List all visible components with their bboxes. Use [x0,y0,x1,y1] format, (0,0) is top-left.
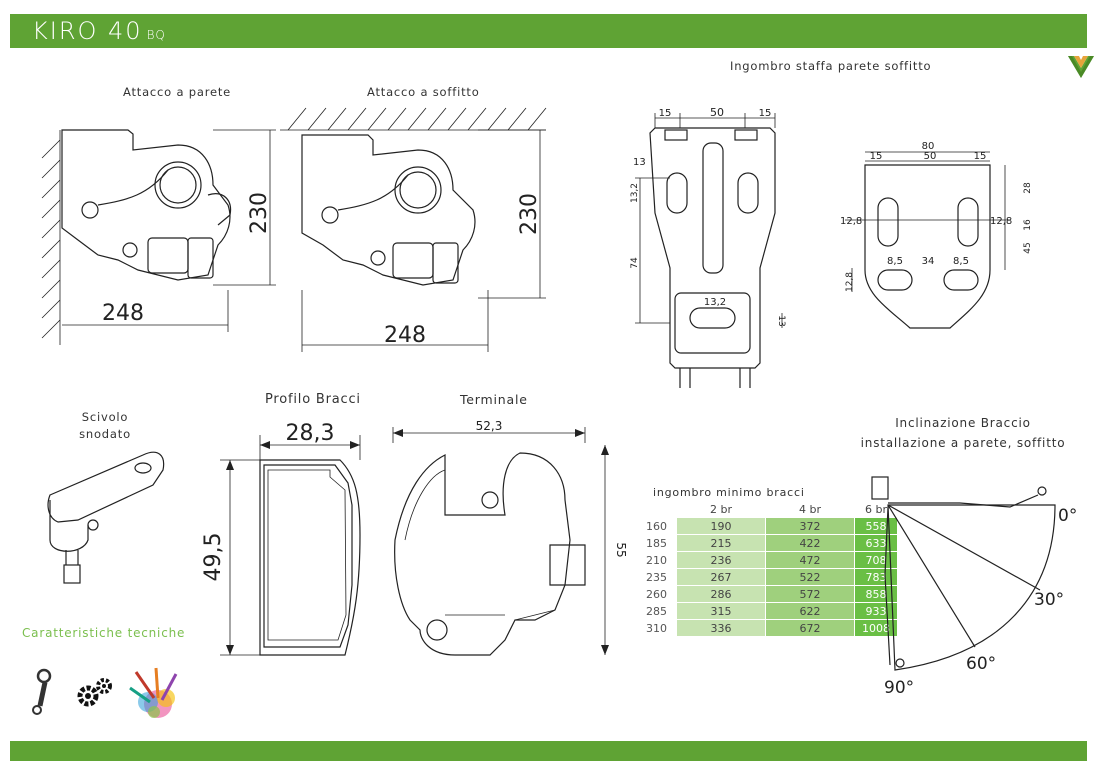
table-row-label: 260 [645,585,677,603]
table-row-label: 160 [645,517,677,535]
bracket1-dim-13: 13 [633,157,646,168]
tilt-title-line2: installazione a parete, soffitto [860,436,1066,450]
v-logo-icon [1068,56,1094,78]
table-cell: 336 [676,619,766,637]
arm-profile-drawing: 28,3 49,5 [201,421,361,656]
tilt-title: Inclinazione Braccio installazione a par… [858,416,1068,450]
table-cell: 267 [676,568,766,586]
table-header-row: 2 br 4 br 6 br [645,500,898,518]
table-title: ingombro minimo bracci [653,486,805,499]
profile-width-dim: 28,3 [286,421,335,446]
table-cell: 1008 [854,619,898,637]
table-corner [645,500,677,518]
wall-mount-drawing: 230 248 [41,129,276,345]
terminal-height-dim: 55 [614,542,628,557]
table-header-2br: 2 br [676,500,766,518]
bracket2-dim-128c: 12,8 [845,272,855,292]
bracket2-dim-16: 16 [1023,219,1033,231]
bracket2-dim-128b: 12,8 [990,216,1012,227]
bracket1-dim-15b: 15 [759,108,772,119]
bracket1-dim-15a: 15 [659,108,672,119]
bracket2-dim-28: 28 [1023,182,1033,194]
table-header-6br: 6 br [854,500,898,518]
terminal-label: Terminale [460,392,528,407]
bracket1-dim-74: 74 [630,257,640,269]
table-cell: 672 [765,619,855,637]
table-cell: 472 [765,551,855,569]
tilt-title-line1: Inclinazione Braccio [895,416,1031,430]
table-cell: 622 [765,602,855,620]
table-header-4br: 4 br [765,500,855,518]
bracket1-dim-132: 13,2 [630,183,640,203]
tilt-diagram: 0° 30° 60° 90° [871,476,1077,698]
bracket-size-label: Ingombro staffa parete soffitto [730,59,932,73]
table-cell: 215 [676,534,766,552]
table-cell: 236 [676,551,766,569]
angle-0: 0° [1058,506,1077,526]
table-cell: 315 [676,602,766,620]
profile-height-dim: 49,5 [201,533,226,582]
bracket2-dim-80: 80 [922,141,935,152]
bracket1-dim-132b: 13,2 [704,297,726,308]
ceiling-mount-label: Attacco a soffitto [367,85,480,99]
slide-title-line2: snodato [79,427,131,441]
paint-brushes-icon [129,667,178,718]
ceiling-height-dim: 230 [517,193,542,235]
bracket2-dim-15a: 15 [870,151,883,162]
terminal-profile-drawing: 52,3 55 [392,419,628,656]
table-row-label: 210 [645,551,677,569]
table-cell: 708 [854,551,898,569]
terminal-width-dim: 52,3 [476,419,503,433]
slide-title-line1: Scivolo [81,410,129,424]
table-row-label: 285 [645,602,677,620]
table-row-label: 235 [645,568,677,586]
table-cell: 572 [765,585,855,603]
bracket2-dim-85b: 8,5 [953,256,969,267]
table-cell: 190 [676,517,766,535]
ceiling-mount-drawing: 230 248 [280,107,547,352]
tech-specs-label: Caratteristiche tecniche [22,626,186,640]
bracket2-dim-50: 50 [924,151,937,162]
bracket1-dim-13b: 13 [776,315,786,326]
bracket2-dim-45: 45 [1023,242,1033,253]
angle-60: 60° [966,654,996,674]
bracket2-dim-128a: 12,8 [840,216,862,227]
wall-height-dim: 230 [247,192,272,234]
product-subtitle: BQ [146,28,166,42]
gears-icon [77,678,112,707]
table-row-label: 310 [645,619,677,637]
slide-joint-drawing [47,451,165,584]
bracket1-dim-50: 50 [710,106,724,119]
bracket2-dim-34: 34 [922,256,935,267]
table-cell: 783 [854,568,898,586]
table-cell: 372 [765,517,855,535]
ceiling-width-dim: 248 [384,323,426,348]
angle-30: 30° [1034,590,1064,610]
table-cell: 286 [676,585,766,603]
angle-90: 90° [884,678,914,698]
bracket-plate-drawing: 80 15 50 15 12,8 12,8 28 16 45 8,5 34 8,… [840,141,1033,329]
bracket2-dim-15b: 15 [974,151,987,162]
footer-bar [10,741,1087,761]
wall-width-dim: 248 [102,301,144,326]
wall-mount-label: Attacco a parete [123,85,232,99]
bracket2-dim-85a: 8,5 [887,256,903,267]
table-row-label: 185 [645,534,677,552]
table-cell: 522 [765,568,855,586]
table-cell: 422 [765,534,855,552]
wrench-icon [32,668,52,715]
product-name: KIRO 40 [32,17,143,45]
slide-title: Scivolo snodato [70,410,140,441]
bracket-front-drawing: 15 50 15 13 13,2 74 13,2 13 [630,106,786,388]
arm-profile-label: Profilo Bracci [265,392,361,407]
